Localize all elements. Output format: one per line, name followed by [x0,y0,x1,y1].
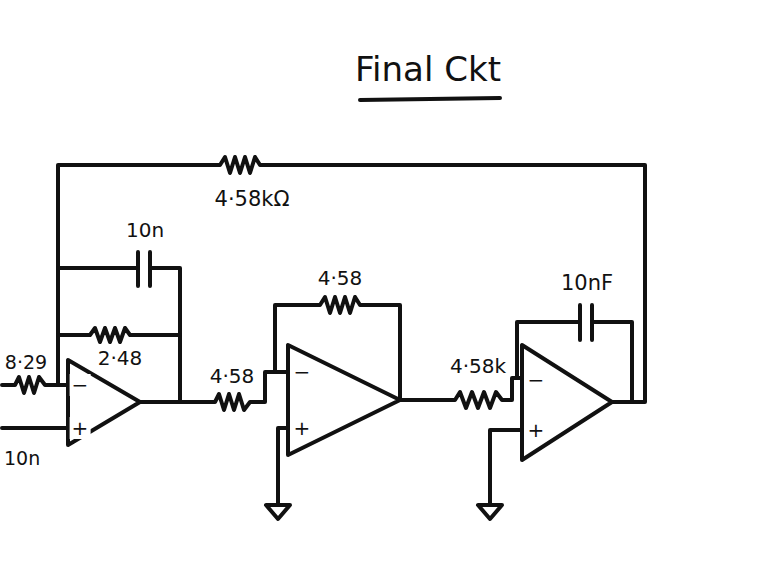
component-value: 2·48 [96,347,145,369]
component-value: 4·58 [316,267,365,289]
component-value: 4·58kΩ [213,188,292,211]
resistor-symbol [400,378,522,408]
pin-sign: + [526,419,547,441]
opamp-symbol [288,345,400,455]
ground-symbol [266,428,290,519]
resistor-symbol [58,328,180,342]
pin-sign: + [70,417,91,439]
capacitor-symbol [58,252,180,402]
pin-sign: − [526,369,547,391]
pin-sign: + [292,417,313,439]
opamp-symbol [522,345,612,460]
pin-sign: − [70,374,91,396]
title-underline [360,98,500,100]
component-value: 10n [124,219,166,241]
component-value: 8·29 [3,352,49,373]
pin-sign: − [292,361,313,383]
title: Final Ckt [353,51,503,88]
resistor-symbol [2,377,68,393]
component-value: 4·58k [448,355,508,377]
opamp-symbol [68,360,140,445]
component-value: 10n [2,448,42,469]
component-value: 4·58 [208,365,257,387]
ground-symbol [478,430,522,519]
component-value: 10nF [559,272,615,295]
input-wire [2,426,68,430]
